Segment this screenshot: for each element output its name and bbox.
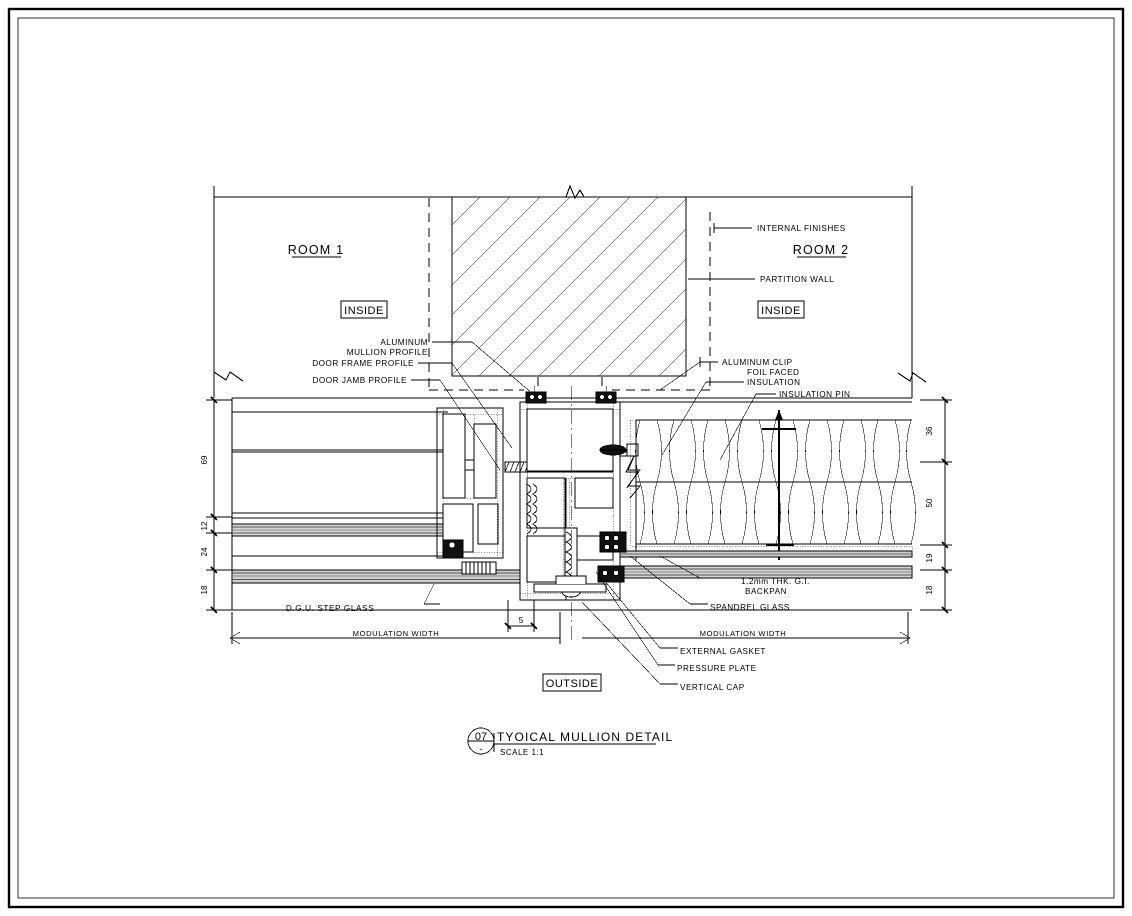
outside-label: OUTSIDE: [546, 678, 598, 690]
right-break-symbol: [897, 372, 927, 383]
aluminum-mullion-profile-label-line2: MULLION PROFILE: [347, 348, 428, 357]
aluminum-mullion-profile-label-line1: ALUMINUM: [380, 338, 428, 347]
dgu-glass-upper: [231, 523, 459, 537]
sheet-border-outer: [7, 7, 1125, 909]
external-gasket-label: EXTERNAL GASKET: [680, 647, 766, 656]
leader-lines: [411, 223, 776, 685]
foil-faced-insulation-label-line1: FOIL FACED: [747, 368, 799, 377]
outside-box: [542, 673, 602, 692]
inside-left-box: [340, 300, 388, 319]
sheet-border-inner: [17, 17, 1115, 899]
dim-ticks: [210, 396, 949, 614]
partition-wall-hatch: [452, 197, 686, 376]
dgu-step-glass-label: D.G.U. STEP GLASS: [286, 604, 374, 613]
door-frame-profile-label: DOOR FRAME PROFILE: [312, 359, 414, 368]
pressure-plate-label: PRESSURE PLATE: [677, 664, 757, 673]
mullion-extrusion: [519, 401, 621, 601]
room-1-label: ROOM 1: [288, 243, 345, 257]
dimension-50: 50: [925, 498, 934, 507]
dimension-18-right: 18: [925, 585, 934, 594]
pressure-plate-cap: [519, 575, 621, 601]
left-dim-extensions: [206, 399, 232, 611]
detail-title: TYOICAL MULLION DETAIL: [497, 730, 673, 744]
inside-right-box: [757, 300, 805, 319]
jamb-hatch: [436, 407, 504, 559]
left-break-symbol: [213, 371, 244, 382]
jamb-setting-block: [461, 561, 497, 575]
modulation-dim-left: [229, 612, 561, 645]
dimension-12: 12: [200, 521, 209, 530]
detail-dash: -: [480, 744, 483, 754]
right-dim-extensions: [920, 399, 952, 611]
dimension-36: 36: [925, 426, 934, 435]
modulation-width-right-label: MODULATION WIDTH: [700, 629, 787, 638]
dimension-19: 19: [925, 553, 934, 562]
right-gaskets: [597, 531, 627, 583]
mullion-spring-left: [526, 483, 538, 535]
plan-dashed-lines: [428, 198, 711, 392]
foil-faced-insulation-label-line2: INSULATION: [747, 378, 801, 387]
detail-scale: SCALE 1:1: [500, 748, 544, 757]
inside-right-label: INSIDE: [761, 305, 801, 317]
jamb-brush-seal: [465, 562, 491, 574]
vertical-cap-label: VERTICAL CAP: [680, 683, 745, 692]
detail-number: 07: [475, 731, 487, 743]
internal-finishes-label: INTERNAL FINISHES: [757, 224, 846, 233]
modulation-width-left-label: MODULATION WIDTH: [353, 629, 440, 638]
aluminum-clip-section: [599, 443, 641, 499]
spandrel-glass-label: SPANDREL GLASS: [710, 603, 790, 612]
gi-backpan-layers: [619, 550, 913, 558]
inside-left-label: INSIDE: [344, 305, 384, 317]
gi-backpan-label-line1: 1.2mm THK. G.I.: [741, 577, 810, 586]
insulation-pin-element: [762, 410, 796, 560]
gi-backpan-label-line2: BACKPAN: [745, 587, 787, 596]
aluminum-clip-label: ALUMINUM CLIP: [722, 358, 793, 367]
wall-break-symbol: [556, 184, 600, 200]
dimension-24: 24: [200, 547, 209, 556]
room-2-label: ROOM 2: [793, 243, 850, 257]
small-dimension-5: [504, 600, 538, 632]
dgu-glass-lower: [231, 569, 521, 584]
dimension-5: 5: [519, 616, 524, 625]
dimension-18-left: 18: [200, 585, 209, 594]
door-jamb-profile-label: DOOR JAMB PROFILE: [313, 376, 408, 385]
insulation-pin-label: INSULATION PIN: [779, 390, 850, 399]
dimension-69: 69: [200, 455, 209, 464]
jamb-fixing-hole: [448, 541, 456, 549]
foil-faced-insulation-pattern: [635, 419, 916, 545]
jamb-gasket-1: [442, 539, 464, 559]
partition-wall-label: PARTITION WALL: [760, 275, 834, 284]
modulation-dim-right: [582, 612, 911, 645]
